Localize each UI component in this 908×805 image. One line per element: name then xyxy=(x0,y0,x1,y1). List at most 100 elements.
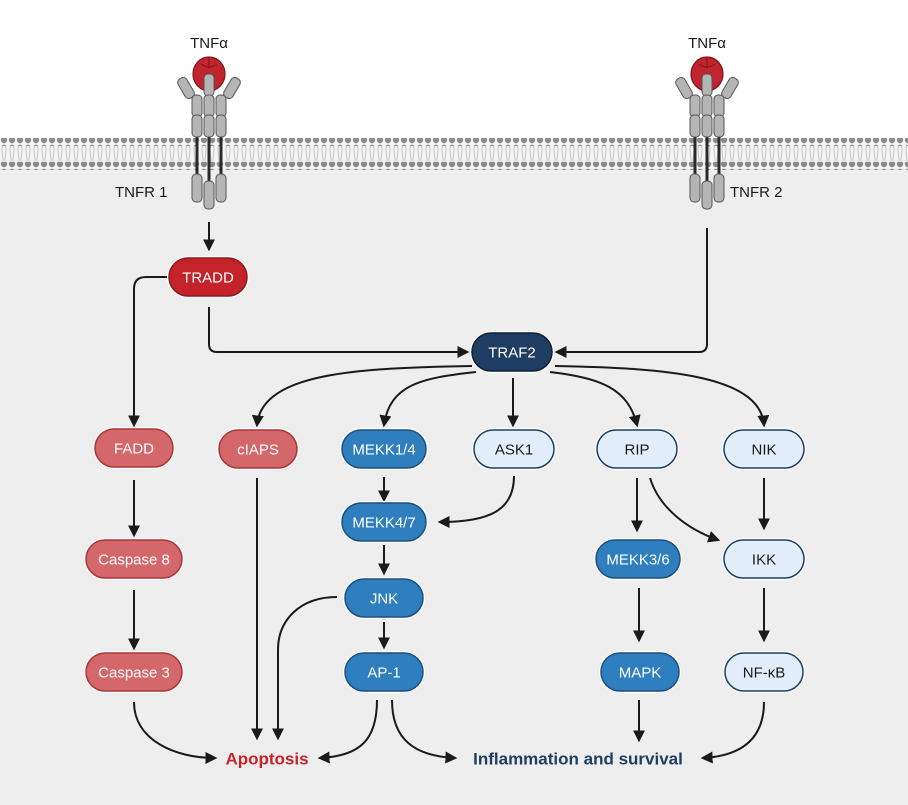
node-nfkb: NF-κB xyxy=(723,651,805,693)
cytoplasm xyxy=(0,168,908,805)
traf2-label: TRAF2 xyxy=(488,345,536,362)
arrow-nfkb-survival xyxy=(700,701,765,764)
mekk47-pill xyxy=(341,502,427,542)
mekk14-label: MEKK1/4 xyxy=(352,442,415,459)
caspase3-pill xyxy=(85,652,183,692)
ask1-label: ASK1 xyxy=(495,442,533,459)
mapk-pill xyxy=(600,652,680,692)
node-fadd: FADD xyxy=(93,427,175,469)
tnfr1-receptor xyxy=(177,56,241,210)
mekk47-label: MEKK4/7 xyxy=(352,515,415,532)
arrow-ask1-mekk47 xyxy=(437,475,515,528)
node-ask1: ASK1 xyxy=(472,428,556,470)
tnfa-label-1: TNFα xyxy=(190,35,228,52)
arrow-rip-ikk xyxy=(649,477,721,543)
node-mekk47: MEKK4/7 xyxy=(340,501,428,543)
outcome-apoptosis: Apoptosis xyxy=(225,750,308,769)
receptor-domain xyxy=(701,73,713,97)
fadd-label: FADD xyxy=(114,441,154,458)
ciaps-pill xyxy=(218,429,298,469)
receptor-domain xyxy=(223,76,241,100)
cell-membrane xyxy=(0,138,908,170)
nik-pill xyxy=(723,429,805,469)
arrow-traf2-rip xyxy=(549,371,641,428)
arrow-tradd-traf2 xyxy=(208,307,470,358)
rip-label: RIP xyxy=(624,442,649,459)
ikk-pill xyxy=(723,539,805,579)
arrow-caspase3-apoptosis xyxy=(133,701,218,764)
receptor-domain xyxy=(203,73,215,97)
mapk-label: MAPK xyxy=(619,665,662,682)
node-mekk14: MEKK1/4 xyxy=(340,428,428,470)
mekk14-pill xyxy=(341,429,427,469)
node-rip: RIP xyxy=(595,428,679,470)
tnfr1-label: TNFR 1 xyxy=(115,184,168,201)
caspase8-pill xyxy=(85,539,183,579)
caspase8-label: Caspase 8 xyxy=(98,552,170,569)
nik-label: NIK xyxy=(751,442,776,459)
receptor-domain xyxy=(215,173,227,203)
mekk36-label: MEKK3/6 xyxy=(606,552,669,569)
mekk36-pill xyxy=(595,539,681,579)
receptor-domain xyxy=(675,76,693,100)
node-ciaps: cIAPS xyxy=(217,428,299,470)
arrows xyxy=(128,222,770,764)
arrow-traf2-nik xyxy=(554,365,770,428)
traf2-pill xyxy=(471,332,553,372)
node-caspase8: Caspase 8 xyxy=(84,538,184,580)
receptor-domain xyxy=(215,114,227,138)
jnk-pill xyxy=(344,578,424,618)
pathway-nodes: TRADD TRAF2 FADD cIAPS MEKK1/4 ASK1 RIP … xyxy=(84,256,806,693)
receptor-domain xyxy=(203,114,215,138)
receptor-domain xyxy=(701,180,713,210)
receptor-domain xyxy=(177,76,195,100)
outcome-inflammation-survival: Inflammation and survival xyxy=(473,750,683,769)
node-tradd: TRADD xyxy=(167,256,249,298)
node-nik: NIK xyxy=(722,428,806,470)
receptor-domain xyxy=(701,94,713,118)
node-mekk36: MEKK3/6 xyxy=(594,538,682,580)
ap1-label: AP-1 xyxy=(367,665,400,682)
jnk-label: JNK xyxy=(370,591,398,608)
receptor-domain xyxy=(689,173,701,203)
tnfa-label-2: TNFα xyxy=(688,35,726,52)
tnfr2-receptor xyxy=(675,56,739,210)
nfkb-label: NF-κB xyxy=(743,665,786,682)
node-ap1: AP-1 xyxy=(343,651,425,693)
node-caspase3: Caspase 3 xyxy=(84,651,184,693)
arrow-traf2-ciaps xyxy=(251,365,473,428)
tradd-label: TRADD xyxy=(182,270,234,287)
extracellular-space xyxy=(0,0,908,140)
receptor-domain xyxy=(203,94,215,118)
arrow-jnk-apoptosis xyxy=(272,596,338,741)
fadd-pill xyxy=(94,428,174,468)
ciaps-label: cIAPS xyxy=(237,442,279,459)
receptor-domain xyxy=(701,114,713,138)
node-traf2: TRAF2 xyxy=(470,331,554,373)
arrow-tradd-fadd xyxy=(128,276,168,428)
tnfa-ligand-detail xyxy=(200,58,218,68)
nfkb-pill xyxy=(724,652,804,692)
receptor-domain xyxy=(191,114,203,138)
caspase3-label: Caspase 3 xyxy=(98,665,170,682)
arrow-ap1-survival xyxy=(391,699,458,764)
receptor-domain xyxy=(721,76,739,100)
receptor-domain xyxy=(215,94,227,118)
node-mapk: MAPK xyxy=(599,651,681,693)
receptor-domain xyxy=(713,173,725,203)
receptor-domain xyxy=(713,114,725,138)
node-jnk: JNK xyxy=(343,577,425,619)
tnfr2-label: TNFR 2 xyxy=(730,184,783,201)
receptor-domain xyxy=(689,94,701,118)
arrow-traf2-mekk14 xyxy=(379,371,477,428)
node-ikk: IKK xyxy=(722,538,806,580)
ask1-pill xyxy=(473,429,555,469)
tnfa-ligand-detail xyxy=(698,58,716,68)
rip-pill xyxy=(596,429,678,469)
arrow-ap1-apoptosis xyxy=(317,699,378,764)
receptor-domain xyxy=(191,94,203,118)
receptor-domain xyxy=(689,114,701,138)
receptor-domain xyxy=(203,180,215,210)
ikk-label: IKK xyxy=(752,552,776,569)
